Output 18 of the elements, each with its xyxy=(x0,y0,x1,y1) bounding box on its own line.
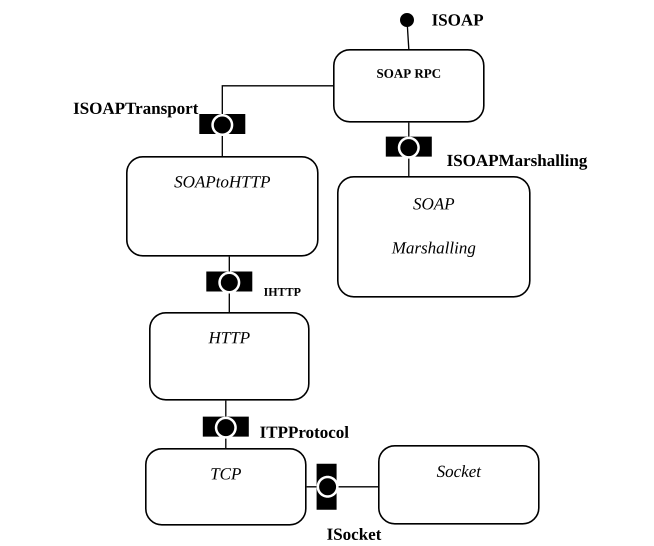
interface-connector xyxy=(386,122,432,176)
interface-label: ITPProtocol xyxy=(260,426,349,438)
interface-label: ISOAPMarshalling xyxy=(447,154,588,170)
interface-connector xyxy=(206,256,252,312)
component-box: SOAPtoHTTP xyxy=(126,156,319,257)
interface-label: ISocket xyxy=(327,528,382,540)
interface-label: ISOAP xyxy=(432,14,484,26)
component-box: TCP xyxy=(145,448,307,526)
interface-connector xyxy=(400,13,414,50)
component-box: Socket xyxy=(378,445,540,525)
component-box: HTTP xyxy=(149,312,310,401)
interface-label: ISOAPTransport xyxy=(74,102,198,118)
interface-connector xyxy=(202,400,249,448)
component-box: SOAP Marshalling xyxy=(337,176,531,298)
interface-connector xyxy=(306,464,378,510)
component-box: SOAP RPC xyxy=(333,49,485,123)
interface-label: IHTTP xyxy=(264,288,301,296)
interface-connector xyxy=(199,85,333,156)
